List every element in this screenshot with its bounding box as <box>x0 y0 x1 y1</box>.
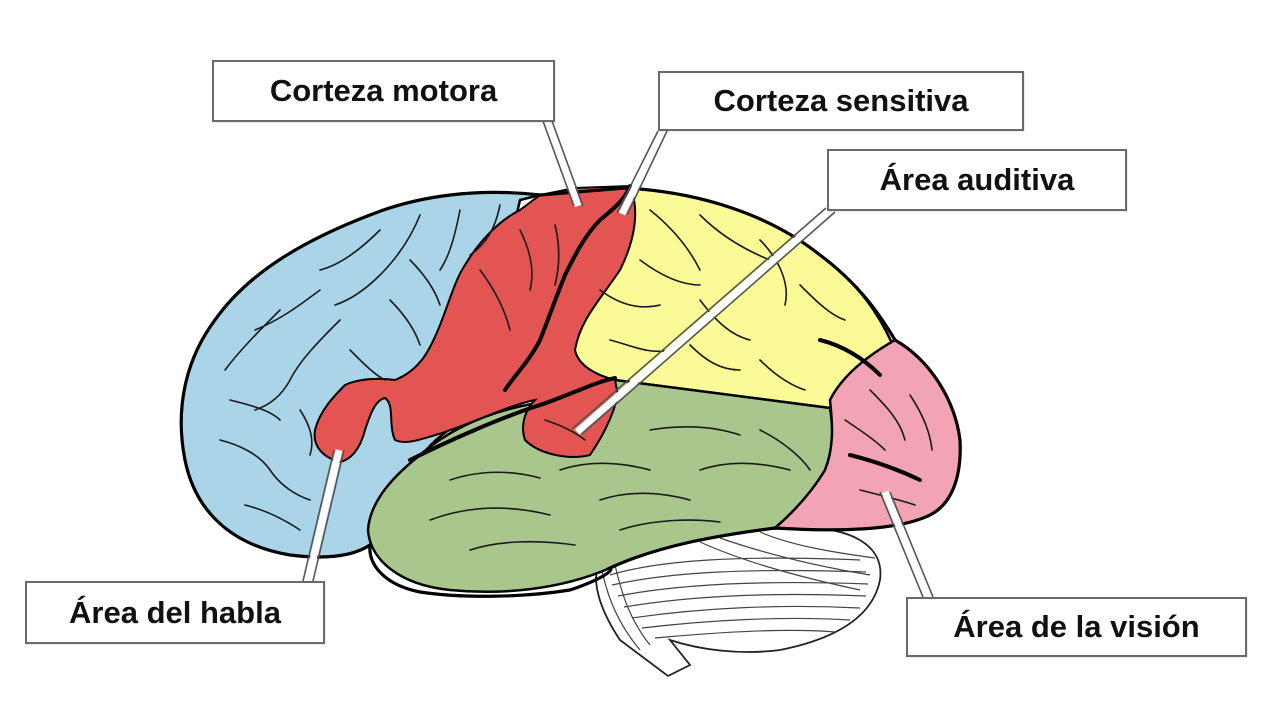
lateral-sulcus <box>408 376 617 462</box>
leader-lines <box>302 119 934 599</box>
gyri-folds <box>219 204 933 551</box>
central-sulcus <box>503 184 632 392</box>
auditory-area-label: Área auditiva <box>827 149 1127 211</box>
brain-outline <box>179 186 962 598</box>
motor-and-speech-area <box>313 184 637 464</box>
sensory-cortex-label: Corteza sensitiva <box>658 71 1024 131</box>
parietal-temporal-boundary <box>614 379 831 409</box>
occipital-sulcus <box>848 453 922 482</box>
parieto-occipital-sulcus <box>818 338 882 377</box>
speech-area-label: Área del habla <box>25 581 325 644</box>
motor-cortex-label: Corteza motora <box>212 60 555 122</box>
vision-area-label: Área de la visión <box>906 597 1247 657</box>
cerebellum <box>595 527 882 678</box>
